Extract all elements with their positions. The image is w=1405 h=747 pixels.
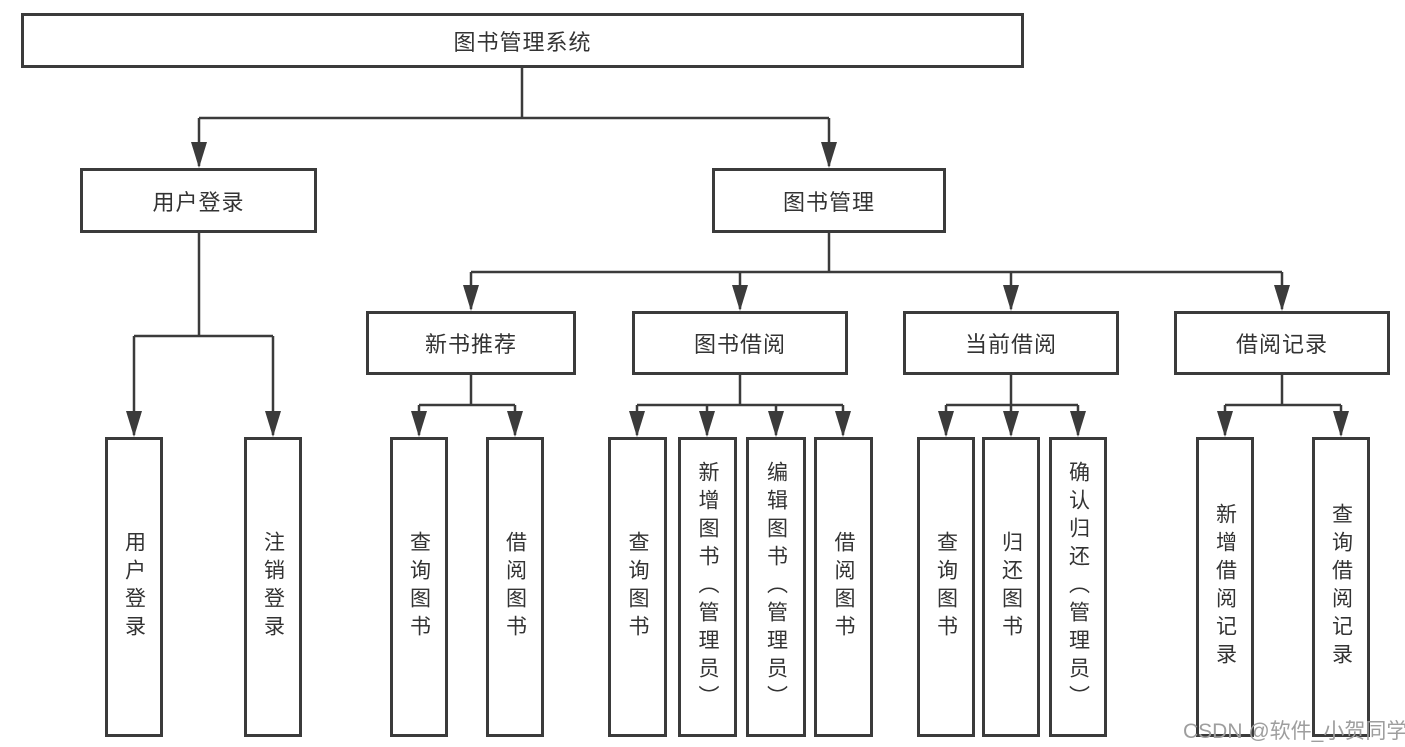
leaf-user-login-label: 用户登录 [122,531,146,643]
leaf-br-add-record-label: 新增借阅记录 [1213,503,1237,671]
leaf-br-query-record-label: 查询借阅记录 [1329,503,1353,671]
leaf-cb-return-book: 归还图书 [982,437,1040,737]
leaf-bb-edit-book: 编辑图书（管理员） [746,437,806,737]
watermark-text: CSDN @软件_小贺同学 [1183,720,1405,743]
leaf-cb-confirm-return-label: 确认归还（管理员） [1066,461,1090,713]
node-current-borrow: 当前借阅 [903,311,1119,375]
arrowheads [126,142,1349,437]
node-new-book-recommend-label: 新书推荐 [424,332,517,357]
leaf-bb-query-book-label: 查询图书 [626,531,649,643]
leaf-cb-query-book: 查询图书 [917,437,975,737]
leaf-bb-add-book: 新增图书（管理员） [678,437,737,737]
node-user-login: 用户登录 [80,168,317,233]
leaf-logout: 注销登录 [244,437,302,737]
node-borrow-record-label: 借阅记录 [1235,332,1328,357]
leaf-nb-query-book-label: 查询图书 [407,531,431,643]
node-current-borrow-label: 当前借阅 [964,332,1057,357]
node-borrow-record: 借阅记录 [1174,311,1390,375]
leaf-cb-return-book-label: 归还图书 [999,531,1023,643]
leaf-bb-borrow-book-label: 借阅图书 [832,531,855,643]
leaf-nb-borrow-book: 借阅图书 [486,437,544,737]
leaf-bb-edit-book-label: 编辑图书（管理员） [764,461,788,713]
node-root: 图书管理系统 [21,13,1024,68]
leaf-nb-borrow-book-label: 借阅图书 [503,531,527,643]
leaf-bb-borrow-book: 借阅图书 [814,437,873,737]
leaf-br-add-record: 新增借阅记录 [1196,437,1254,737]
leaf-br-query-record: 查询借阅记录 [1312,437,1370,737]
node-book-management-label: 图书管理 [782,189,875,215]
node-new-book-recommend: 新书推荐 [366,311,576,375]
leaf-cb-query-book-label: 查询图书 [934,531,958,643]
node-book-borrow-label: 图书借阅 [693,332,786,357]
node-book-borrow: 图书借阅 [632,311,848,375]
leaf-bb-query-book: 查询图书 [608,437,667,737]
node-book-management: 图书管理 [712,168,946,233]
leaf-cb-confirm-return: 确认归还（管理员） [1049,437,1107,737]
leaf-logout-label: 注销登录 [261,531,285,643]
leaf-bb-add-book-label: 新增图书（管理员） [696,461,719,713]
leaf-user-login: 用户登录 [105,437,163,737]
node-root-label: 图书管理系统 [453,29,592,55]
leaf-nb-query-book: 查询图书 [390,437,448,737]
node-user-login-label: 用户登录 [152,189,245,215]
